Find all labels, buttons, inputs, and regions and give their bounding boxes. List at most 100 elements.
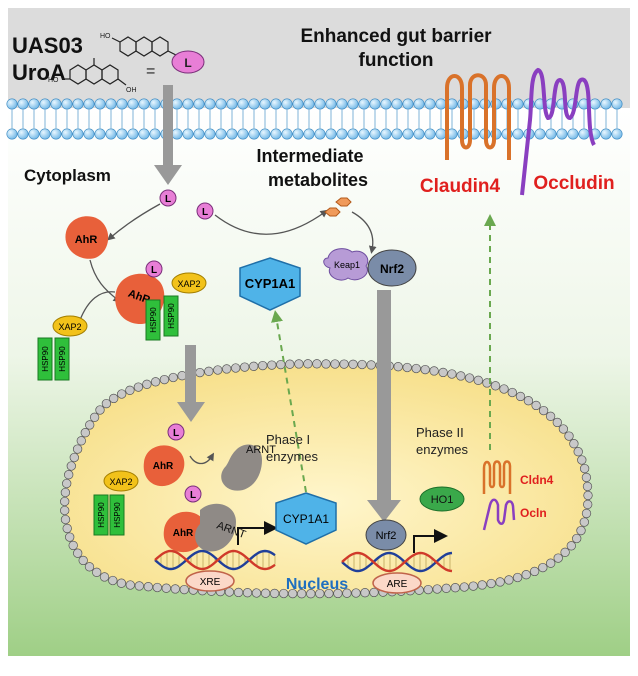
ligand-complex [145,260,163,278]
nuclear-lipid-head [288,588,298,599]
lipid-head [237,98,249,110]
lipid-head [402,128,414,140]
phase2-label-2: enzymes [416,442,469,457]
ligand-nuc-1-label: L [173,428,179,439]
nuclear-lipid-head [161,583,171,593]
lipid-head [424,98,436,110]
nuclear-lipid-head [269,588,280,599]
nuclear-lipid-head [251,588,262,598]
nuclear-lipid-head [62,478,72,489]
lipid-head [347,128,359,140]
nuclear-lipid-head [117,389,127,399]
nuclear-lipid-head [564,431,574,441]
nuclear-lipid-head [450,583,460,593]
transcription-arrow-xre [237,521,278,545]
nuclear-lipid-head [583,490,593,501]
nuclear-lipid-head [66,461,76,471]
ligand-cyto-1-label: L [165,194,171,205]
nuclear-lipid-head [393,362,403,372]
lipid-head [358,128,370,140]
lipid-head [413,128,425,140]
nuclear-lipid-head [101,398,112,409]
transcription-arrow-are [413,529,448,553]
xap2-nuc [103,470,139,492]
nuclear-lipid-head [306,589,316,599]
metabolite-hex-1 [324,207,341,217]
nuclear-lipid-head [116,578,127,588]
nuclear-lipid-head [95,405,105,415]
lipid-head [50,128,62,140]
arrow-nrf2-into-nucleus [367,290,401,522]
lipid-head [292,98,304,110]
lipid-head [72,128,84,140]
lipid-head [83,128,95,140]
lipid-head [182,128,194,140]
nuclear-lipid-head [538,562,548,573]
hsp90-free-1-label: HSP90 [41,346,50,372]
lipid-head [226,98,238,110]
nuclear-lipid-head [125,580,135,590]
lipid-head [149,98,161,110]
lipid-head [215,98,227,110]
nuclear-lipid-head [242,588,253,598]
lipid-head [303,128,315,140]
nuclear-lipid-head [360,588,370,598]
nuclear-lipid-head [143,582,153,592]
nuclear-lipid-head [68,540,78,551]
dna-strand [154,549,276,571]
nuclear-lipid-head [133,382,144,392]
nuclear-lipid-head [159,374,170,385]
nuclear-lipid-head [529,566,540,577]
lipid-head [105,128,117,140]
arrow-ahr-to-complex [89,259,122,303]
arrow-ligand-to-metabolites [214,209,329,235]
nuclear-membrane [60,359,593,599]
nuclear-lipid-head [134,581,144,591]
cyp1a1-cyto [239,257,301,311]
dna-strand [341,551,453,573]
lipid-head [39,128,51,140]
lipid-head [127,128,139,140]
ahr-nuc-1 [143,445,185,487]
lipid-head [94,98,106,110]
nuclear-lipid-head [351,588,361,598]
nuclear-lipid-head [324,588,334,599]
lipid-head [534,128,546,140]
nuclear-lipid-head [582,481,593,492]
arnt-dna-bound [195,503,236,552]
nuclear-lipid-head [576,525,586,536]
uas03-label: UAS03 [12,33,83,58]
ligand-nuc-1 [167,423,185,441]
mol-label-oh-2: OH [126,87,137,94]
entry-arrow [154,85,182,185]
nuclear-lipid-head [558,424,569,434]
plasma-membrane [6,98,623,140]
arrow-ligand-to-ahr [107,203,161,241]
ahr-free [65,216,109,259]
nuclear-lipid-head [420,364,430,375]
mol-label-ho-2: HO [48,77,59,84]
nuclear-lipid-head [297,589,307,599]
lipid-head [83,98,95,110]
nuclear-lipid-head [168,372,178,383]
lipid-head [28,128,40,140]
hsp90-complex-2 [163,295,179,337]
nuclear-lipid-head [89,412,100,422]
lipid-head [248,98,260,110]
phase1-label-1: Phase I [266,432,310,447]
cldn4-mini-protein [482,460,512,494]
nuclear-lipid-head [333,588,343,599]
nuclear-lipid-head [581,472,592,483]
xap2-free [52,315,88,337]
lipid-head [17,98,29,110]
arnt-free-label: ARNT [246,444,276,456]
ahr-dna-bound-label: AhR [173,528,194,539]
nuclear-lipid-head [402,362,412,373]
hsp90-complex-1-label: HSP90 [149,307,158,333]
cyp1a1-cyto-label: CYP1A1 [245,276,296,291]
nuclear-lipid-head [92,567,102,577]
ligand-nuc-2-label: L [190,490,196,501]
nuclear-lipid-head [523,396,534,406]
ligand-complex-label: L [151,265,157,276]
nuclear-lipid-head [521,570,531,580]
